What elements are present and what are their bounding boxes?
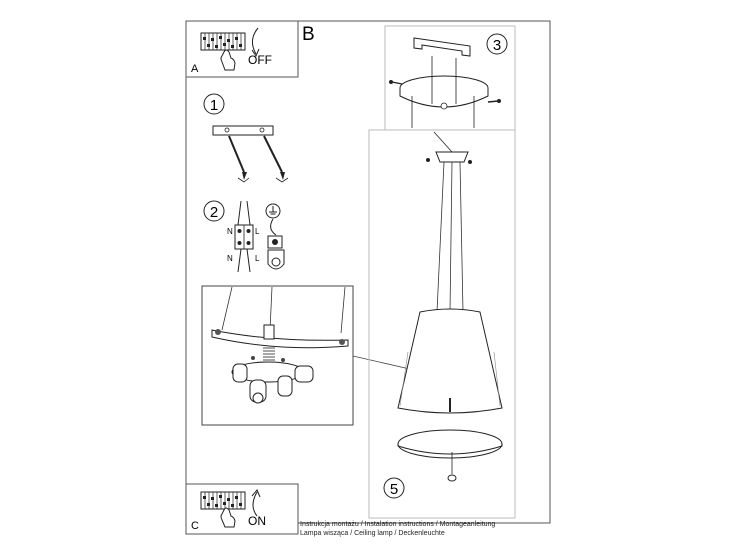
breaker-box-icon xyxy=(200,32,246,51)
socket-detail-inset xyxy=(201,285,437,426)
arrow-up-icon xyxy=(252,491,258,517)
svg-text:3: 3 xyxy=(493,37,501,54)
svg-text:2: 2 xyxy=(210,204,218,221)
terminal-block-icon: N L N L xyxy=(227,200,260,273)
panel-c-switch-on: C ON xyxy=(185,483,299,535)
earth-ground-icon xyxy=(265,203,285,270)
small-canopy-icon xyxy=(435,151,469,163)
pendant-lamp-drawing: 5 xyxy=(368,129,516,519)
svg-text:N: N xyxy=(227,254,233,263)
svg-text:5: 5 xyxy=(390,481,398,498)
svg-text:N: N xyxy=(227,227,233,236)
panel-b-label: B xyxy=(302,24,315,45)
breaker-box-icon xyxy=(200,491,246,510)
page-border xyxy=(185,20,551,524)
mounting-bracket-icon xyxy=(413,37,471,57)
footer-title: Instrukcja montażu / Instalation instruc… xyxy=(300,521,496,528)
hand-icon xyxy=(220,507,236,528)
lamp-shade-icon xyxy=(397,308,503,414)
panel-a-switch-off: A OFF xyxy=(185,20,299,78)
svg-text:1: 1 xyxy=(210,97,218,114)
svg-text:OFF: OFF xyxy=(248,53,272,67)
arrow-down-icon xyxy=(252,27,259,55)
svg-text:L: L xyxy=(255,227,260,236)
svg-text:ON: ON xyxy=(248,514,266,528)
footer-subtitle: Lampa wisząca / Ceiling lamp / Deckenleu… xyxy=(300,530,445,537)
step-2-connection: 2 N L N L xyxy=(203,200,285,273)
svg-text:C: C xyxy=(191,520,199,532)
step-1-wires: 1 xyxy=(203,93,289,183)
hand-icon xyxy=(220,49,236,71)
svg-text:A: A xyxy=(191,63,199,75)
svg-text:L: L xyxy=(255,254,260,263)
step-3-ceiling-mount: 3 xyxy=(384,25,516,131)
